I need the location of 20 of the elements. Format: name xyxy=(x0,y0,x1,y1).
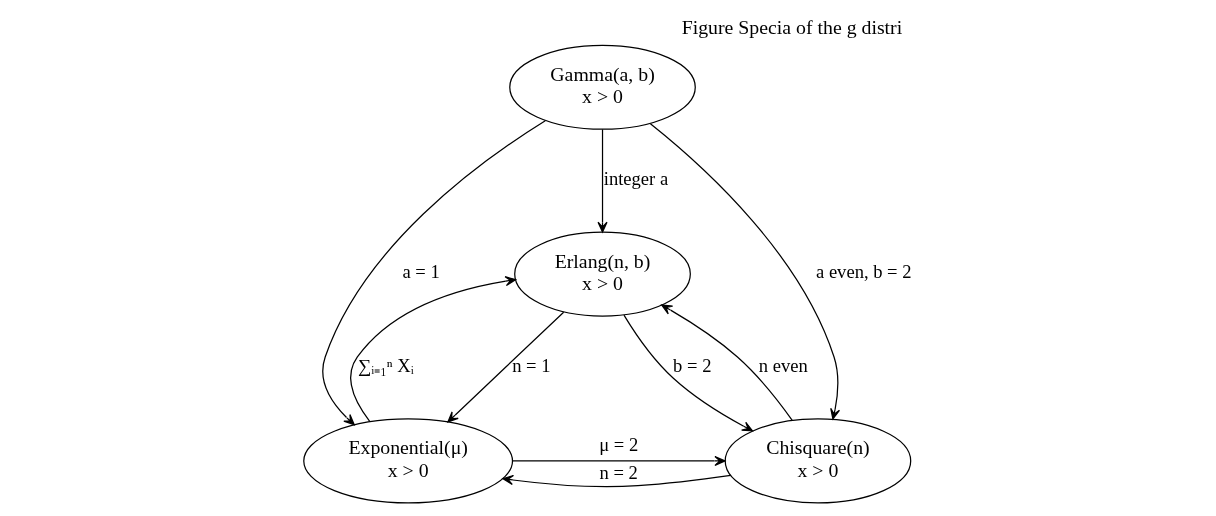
arrow xyxy=(597,128,608,233)
edge-label: n even xyxy=(758,354,808,376)
node-ellipse: Gamma(a, b) x > 0 xyxy=(509,44,696,130)
arrow xyxy=(512,455,726,466)
edge-label: a even, b = 2 xyxy=(816,261,912,283)
edge-label: integer a xyxy=(603,168,669,190)
edge-label: ∑ᵢ₌₁ⁿ Xᵢ xyxy=(358,354,414,376)
arrow xyxy=(623,314,754,432)
arrow xyxy=(649,123,841,420)
edge-label: n = 2 xyxy=(599,462,638,484)
arrow xyxy=(350,276,517,422)
diagram-title: Figure Specia of the g distri xyxy=(681,15,903,38)
edge-label: μ = 2 xyxy=(599,434,639,455)
edge-label: a = 1 xyxy=(402,261,440,283)
arrow xyxy=(447,311,565,423)
edge-label: n = 1 xyxy=(512,354,551,376)
arrow xyxy=(661,304,793,421)
arrow xyxy=(322,120,546,426)
arrow xyxy=(502,474,732,488)
edge-label: b = 2 xyxy=(673,354,712,376)
